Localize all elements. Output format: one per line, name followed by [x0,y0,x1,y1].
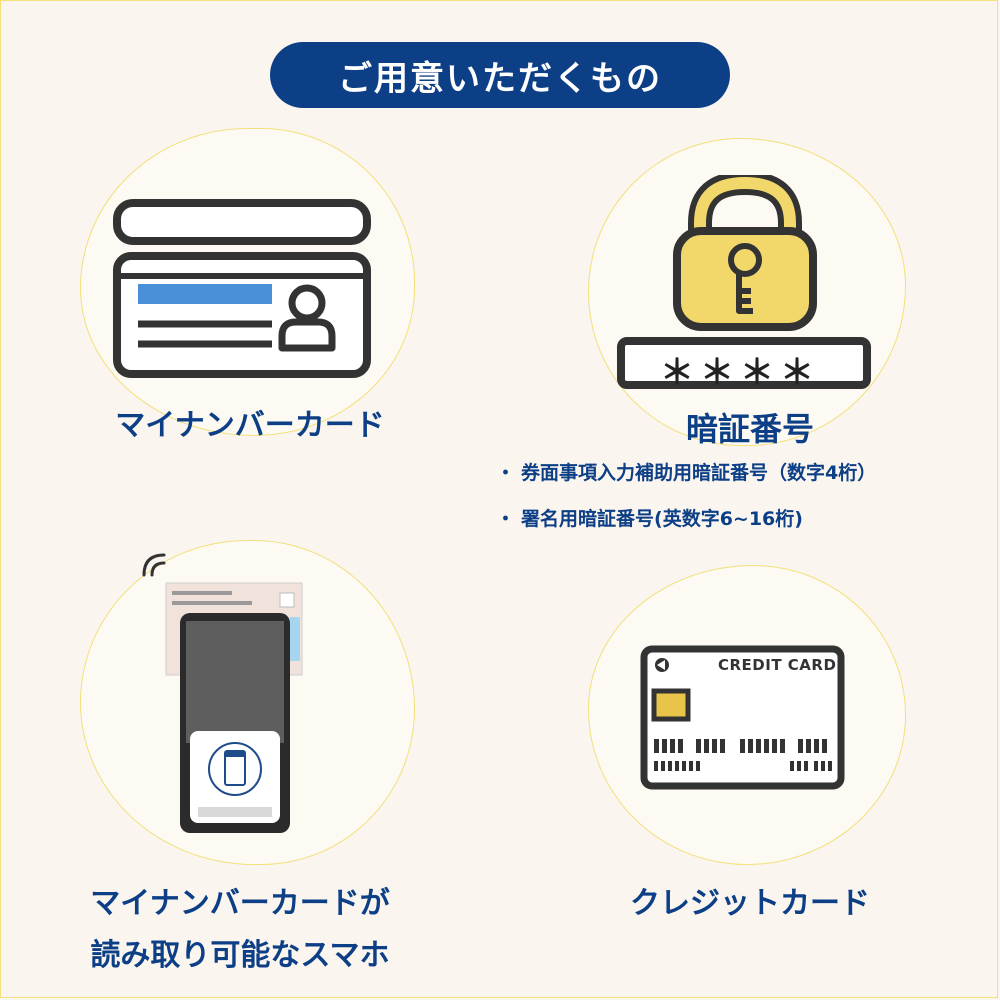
bullet: ・ [496,462,516,484]
pin-note-item: ・券面事項入力補助用暗証番号（数字4桁） [496,456,996,490]
nfc-wave-icon [142,553,166,577]
phone-label-line2: 読み取り可能なスマホ [90,938,390,973]
credit-card-icon [640,645,845,790]
mynumber-card-label: マイナンバーカード [115,408,385,443]
page-title: ご用意いただくもの [270,42,730,108]
credit-card-text: CREDIT CARD [718,656,837,674]
pin-label: 暗証番号 [685,410,814,448]
pin-notes-list: ・券面事項入力補助用暗証番号（数字4桁） ・署名用暗証番号(英数字6~16桁) [496,456,996,548]
masked-pin-text: ＊＊＊＊ [660,353,820,393]
phone-label-line1: マイナンバーカードが [90,886,390,921]
credit-card-label: クレジットカード [630,886,870,921]
bullet: ・ [496,508,516,530]
pin-note-item: ・署名用暗証番号(英数字6~16桁) [496,502,996,536]
smartphone-nfc-icon [142,553,303,833]
padlock-icon [617,175,871,389]
pin-note-text: 券面事項入力補助用暗証番号（数字4桁） [521,462,877,484]
id-card-icon [113,199,371,378]
pin-note-text: 署名用暗証番号(英数字6~16桁) [521,508,803,530]
phone-label: マイナンバーカードが 読み取り可能なスマホ [40,878,440,982]
